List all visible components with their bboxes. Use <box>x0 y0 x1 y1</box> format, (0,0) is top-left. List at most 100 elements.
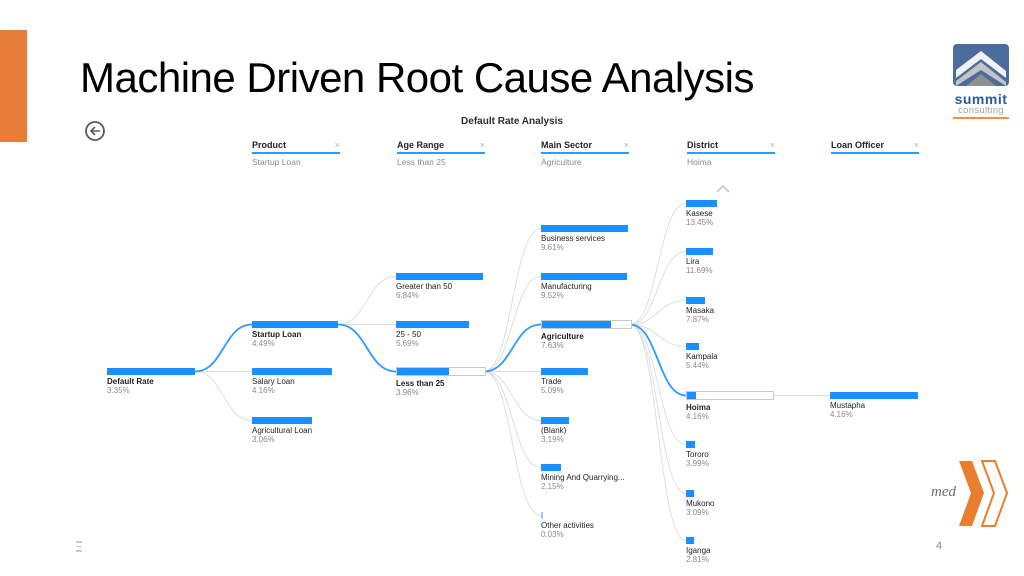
node-bar <box>541 273 627 280</box>
node-bar <box>541 417 569 424</box>
back-button[interactable] <box>84 120 106 142</box>
node-value: 3.99% <box>686 459 709 468</box>
tree-edge <box>629 323 687 397</box>
tree-edge <box>483 371 542 516</box>
tree-edge <box>629 203 687 325</box>
filter-district: District×Hoima <box>687 140 775 167</box>
node-bar <box>686 200 717 207</box>
slide-title: Machine Driven Root Cause Analysis <box>80 54 755 101</box>
node-bar <box>541 368 588 375</box>
node-value: 5.44% <box>686 361 709 370</box>
node-value: 3.09% <box>686 508 709 517</box>
node-value: 9.52% <box>541 291 564 300</box>
back-arrow-icon <box>85 121 105 141</box>
summit-logo-icon <box>953 44 1009 86</box>
chart-title: Default Rate Analysis <box>461 116 563 127</box>
filter-value: Agriculture <box>541 157 582 167</box>
filter-close-icon[interactable]: × <box>623 139 629 150</box>
node-label: Kasese <box>686 209 713 218</box>
node-bar <box>541 464 561 471</box>
node-label: Salary Loan <box>252 377 295 386</box>
node-bar <box>541 225 628 232</box>
node-label: Less than 25 <box>396 379 445 388</box>
filter-close-icon[interactable]: × <box>479 139 485 150</box>
tree-node-mining[interactable]: Mining And Quarrying...2.15% <box>541 464 625 491</box>
tree-edge <box>483 371 542 468</box>
faint-artifact <box>76 541 82 555</box>
tree-node-blank[interactable]: (Blank)3.19% <box>541 417 569 444</box>
node-bar <box>686 537 694 544</box>
filter-close-icon[interactable]: × <box>769 139 775 150</box>
node-value: 2.81% <box>686 555 709 564</box>
node-value: 9.61% <box>541 243 564 252</box>
double-chevron-icon <box>959 460 1009 527</box>
tree-edge <box>483 323 542 373</box>
node-value: 7.87% <box>686 315 709 324</box>
node-value: 3.96% <box>396 388 419 397</box>
tree-edge <box>483 228 542 372</box>
node-bar-outline <box>396 367 486 376</box>
node-value: 2.15% <box>541 482 564 491</box>
filter-label: Main Sector <box>541 140 593 150</box>
node-label: Tororo <box>686 450 709 459</box>
tree-edge <box>629 324 687 445</box>
summit-logo: summit consulting <box>950 44 1012 119</box>
node-label: Startup Loan <box>252 330 302 339</box>
accent-bar <box>0 30 27 142</box>
node-bar <box>686 490 694 497</box>
filter-product: Product×Startup Loan <box>252 140 340 167</box>
node-bar <box>541 512 543 519</box>
node-value: 0.03% <box>541 530 564 539</box>
collapse-caret[interactable] <box>716 180 730 198</box>
node-label: Mukono <box>686 499 715 508</box>
filter-label: District <box>687 140 719 150</box>
tree-edge <box>629 324 687 494</box>
node-bar <box>686 343 699 350</box>
tree-edge <box>629 251 687 325</box>
node-bar <box>396 321 469 328</box>
chevron-up-icon <box>716 184 730 193</box>
filter-label: Product <box>252 140 287 150</box>
node-value: 13.45% <box>686 218 714 227</box>
node-label: Trade <box>541 377 562 386</box>
node-label: Iganga <box>686 546 711 555</box>
filter-close-icon[interactable]: × <box>334 139 340 150</box>
logo-underline <box>953 117 1009 119</box>
tree-edge <box>194 323 253 373</box>
node-value: 3.19% <box>541 435 564 444</box>
node-value: 7.63% <box>541 341 564 350</box>
filter-close-icon[interactable]: × <box>913 139 919 150</box>
node-label: Masaka <box>686 306 715 315</box>
tree-edge <box>629 324 687 347</box>
node-bar <box>252 321 338 328</box>
tree-edge <box>194 371 253 421</box>
logo-text-consulting: consulting <box>958 105 1004 116</box>
node-label: Lira <box>686 257 700 266</box>
node-bar <box>686 441 695 448</box>
node-value: 3.35% <box>107 386 130 395</box>
node-label: Other activities <box>541 521 594 530</box>
node-bar <box>686 248 713 255</box>
watermark-text: med <box>931 484 956 500</box>
